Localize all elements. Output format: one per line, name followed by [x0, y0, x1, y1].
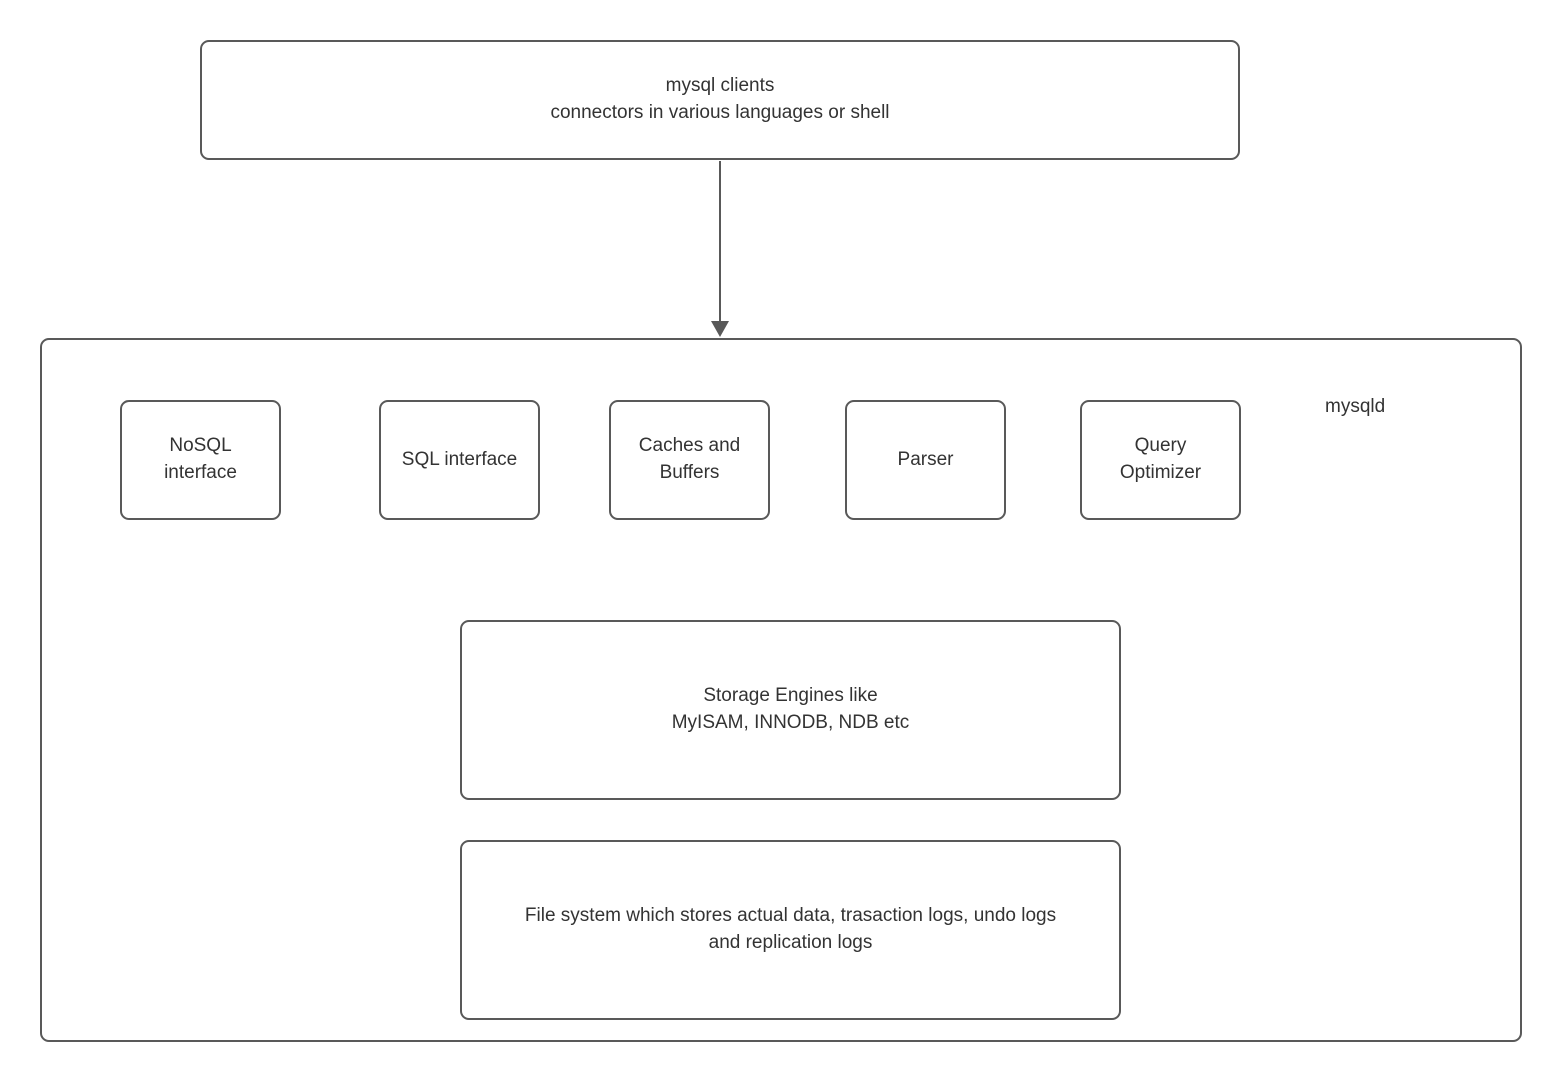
caches-and-buffers-label: Caches and Buffers: [638, 435, 741, 483]
component-box-sql-interface: SQL interface: [379, 400, 540, 520]
component-box-nosql-interface: NoSQL interface: [120, 400, 281, 520]
parser-label: Parser: [897, 448, 954, 470]
mysqld-container-label: mysqld: [1325, 396, 1386, 417]
connector-arrow-line: [719, 161, 721, 323]
storage-engines-label: Storage Engines like MyISAM, INNODB, NDB…: [671, 685, 910, 733]
file-system-label: File system which stores actual data, tr…: [524, 905, 1057, 953]
query-optimizer-label: Query Optimizer: [1119, 435, 1202, 483]
mysql-clients-box: mysql clients connectors in various lang…: [200, 40, 1240, 160]
component-box-parser: Parser: [845, 400, 1006, 520]
sql-interface-label: SQL interface: [401, 448, 518, 470]
connector-arrowhead-icon: [711, 321, 729, 337]
mysql-clients-label: mysql clients connectors in various lang…: [550, 75, 890, 123]
nosql-interface-label: NoSQL interface: [164, 435, 237, 483]
storage-engines-box: Storage Engines like MyISAM, INNODB, NDB…: [460, 620, 1121, 800]
component-box-caches-and-buffers: Caches and Buffers: [609, 400, 770, 520]
component-box-query-optimizer: Query Optimizer: [1080, 400, 1241, 520]
file-system-box: File system which stores actual data, tr…: [460, 840, 1121, 1020]
